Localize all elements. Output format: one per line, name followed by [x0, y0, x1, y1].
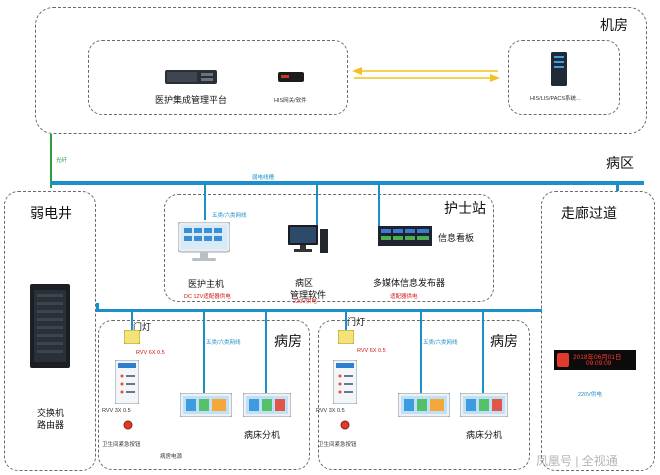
- ward1-bed-terminal-label: 病床分机: [244, 430, 281, 440]
- drop-software: [316, 185, 318, 227]
- media-power: 适配器供电: [390, 294, 418, 300]
- ward-room-1-title: 病房: [274, 333, 302, 349]
- ward2-rvv3: RVV 3X 0.5: [316, 408, 345, 414]
- ward1-door-light-label: 门灯: [133, 322, 152, 332]
- nurse-station-title: 护士站: [444, 200, 486, 216]
- led-time: 09:09:09: [586, 360, 612, 367]
- ward2-door-light-label: 门灯: [347, 317, 366, 327]
- his-label: HIS/LIS/PACS系统...: [530, 96, 581, 102]
- weak-trunk-line: [50, 181, 644, 185]
- corridor-led-screen: 2018年06月01日 09:09:09: [554, 350, 636, 370]
- server-group-zone: [88, 40, 348, 115]
- nurse-station-zone: [164, 194, 494, 302]
- ward1-drop-bed-b: [265, 311, 267, 393]
- switch-rack-icon: [30, 284, 70, 368]
- corridor-title: 走廊过道: [561, 205, 617, 221]
- ward2-cable-label: 五类/六类网线: [423, 340, 458, 346]
- ward2-drop-bed-b: [482, 311, 484, 393]
- ward-room-2-title: 病房: [490, 333, 518, 349]
- weak-trunk-label: 弱电线槽: [252, 175, 275, 181]
- trunk-drop-corridor: [616, 181, 619, 191]
- drop-media: [378, 185, 380, 235]
- fiber-line: [50, 134, 52, 188]
- nurse-host-monitor-icon: [178, 222, 230, 264]
- software-label-1: 病区: [295, 278, 314, 288]
- ward1-door-light-icon: [124, 330, 140, 344]
- nurse-host-power: DC 12V适配器供电: [184, 294, 231, 300]
- nurse-cable-label: 五类/六类网线: [212, 213, 247, 219]
- ward-trunk-drop: [96, 303, 99, 311]
- ward1-rvv3: RVV 3X 0.5: [102, 408, 131, 414]
- ward2-bed-terminal-label: 病床分机: [466, 430, 503, 440]
- platform-label: 医护集成管理平台: [155, 95, 228, 105]
- corridor-power: 220V供电: [578, 392, 602, 398]
- software-label-2: 管理软件: [290, 290, 327, 300]
- ward1-bed-terminal-a-icon: [180, 393, 232, 417]
- ward-room-2-zone: [318, 320, 530, 470]
- computer-room-title: 机房: [600, 17, 628, 33]
- ward1-bed-terminal-b-icon: [243, 393, 291, 417]
- data-exchange-arrows-icon: [352, 66, 500, 82]
- software-power: 220V供电: [293, 299, 317, 305]
- ward-trunk-line: [96, 309, 542, 312]
- nurse-host-label: 医护主机: [188, 279, 225, 289]
- computer-room-zone: [35, 7, 647, 134]
- ward2-door-light-icon: [338, 330, 354, 344]
- led-date: 2018年06月01日: [573, 354, 622, 361]
- ward1-drop-door: [131, 311, 133, 339]
- ward1-rvv6: RVV 6X 0.5: [136, 350, 165, 356]
- gateway-label: HIS网关/软件: [274, 98, 307, 104]
- router-label: 路由器: [37, 420, 65, 430]
- ward2-bed-terminal-b-icon: [460, 393, 508, 417]
- info-board-screen-icon: [378, 226, 432, 246]
- watermark: 凤凰号 | 全视通: [536, 454, 618, 468]
- ward1-bathroom-label: 卫生间紧急按钮: [102, 442, 141, 448]
- info-board-text: 信息看板: [438, 233, 475, 243]
- his-group-zone: [508, 40, 620, 115]
- ward-area-title: 病区: [606, 155, 634, 171]
- ward2-rvv6: RVV 6X 0.5: [357, 348, 386, 354]
- weak-well-title: 弱电井: [30, 205, 72, 221]
- rack-server-icon: [165, 68, 217, 86]
- ward2-emergency-button-icon: [340, 420, 350, 430]
- ward2-bed-terminal-a-icon: [398, 393, 450, 417]
- fiber-label: 光纤: [56, 158, 68, 164]
- media-publisher-label: 多媒体信息发布器: [373, 278, 446, 288]
- ward-software-pc-icon: [288, 225, 328, 257]
- ward1-drop-bed-a: [203, 311, 205, 393]
- drop-host: [204, 185, 206, 220]
- ward2-drop-bed-a: [420, 311, 422, 393]
- ward2-drop-door: [345, 311, 347, 339]
- ward2-controller-panel-icon: [333, 360, 357, 404]
- ward1-controller-panel-icon: [115, 360, 139, 404]
- switch-label: 交换机: [37, 408, 65, 418]
- corridor-zone: [541, 191, 655, 471]
- weak-well-zone: [4, 191, 96, 471]
- ward1-cable-label: 五类/六类网线: [206, 340, 241, 346]
- ward1-power-label: 病房电源: [160, 454, 183, 460]
- his-server-icon: [548, 52, 570, 86]
- led-logo-icon: [557, 353, 569, 367]
- gateway-icon: [278, 70, 304, 84]
- ward1-emergency-button-icon: [123, 420, 133, 430]
- ward2-bathroom-label: 卫生间紧急按钮: [318, 442, 357, 448]
